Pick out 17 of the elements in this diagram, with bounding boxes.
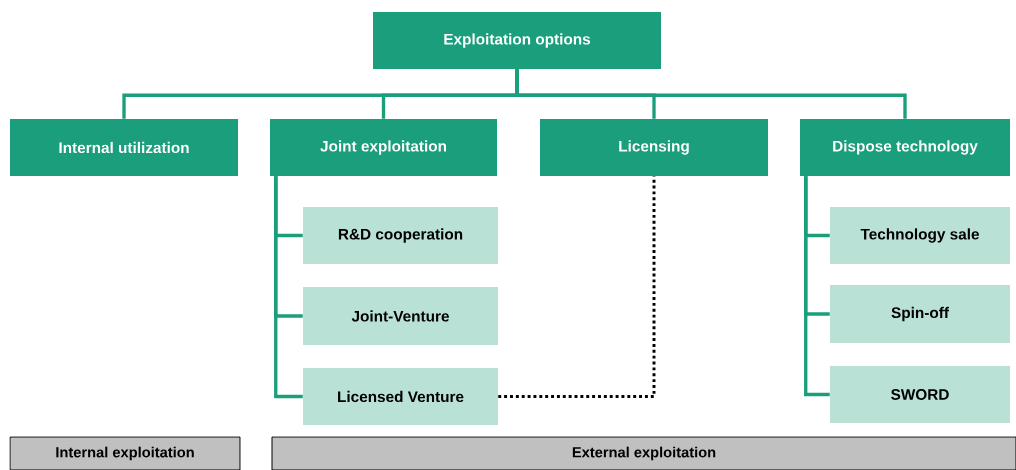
option-box: Joint-Venture xyxy=(303,287,498,345)
connector-line xyxy=(498,176,656,398)
option-box: SWORD xyxy=(830,366,1010,423)
connector-line xyxy=(515,69,907,119)
connector-line xyxy=(804,176,830,397)
header-box: Exploitation options xyxy=(373,12,661,69)
category-band: Internal exploitation xyxy=(9,436,241,470)
header-box: Joint exploitation xyxy=(270,119,497,176)
option-box: Spin-off xyxy=(830,285,1010,343)
category-band: External exploitation xyxy=(271,436,1016,470)
option-box: Licensed Venture xyxy=(303,368,498,425)
connector-line xyxy=(274,176,303,399)
option-box: R&D cooperation xyxy=(303,207,498,264)
header-box: Internal utilization xyxy=(10,119,238,176)
header-box: Dispose technology xyxy=(800,119,1010,176)
header-box: Licensing xyxy=(540,119,768,176)
option-box: Technology sale xyxy=(830,207,1010,264)
